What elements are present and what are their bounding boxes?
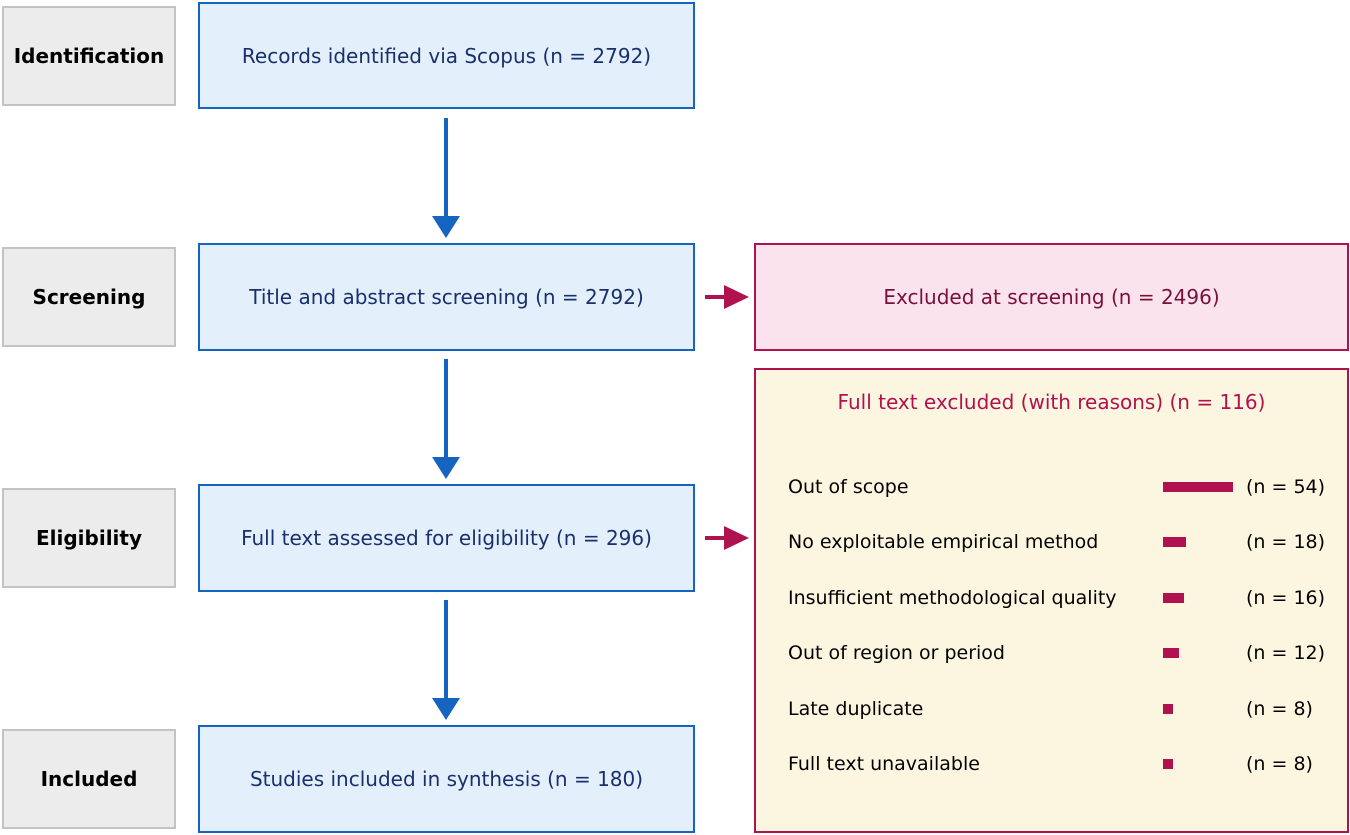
reason-row: Out of scope (n = 54) [756, 472, 1347, 502]
stage-included: Included [2, 729, 176, 829]
reason-label: Full text unavailable [788, 753, 980, 775]
reason-count: (n = 18) [1246, 531, 1326, 553]
reason-row: Insufficient methodological quality (n =… [756, 583, 1347, 613]
reason-label: Late duplicate [788, 698, 924, 720]
full-text-excluded-box: Full text excluded (with reasons) (n = 1… [754, 368, 1349, 833]
reason-label: No exploitable empirical method [788, 531, 1099, 553]
arrow-to-full-text-excluded [705, 526, 749, 550]
reason-label: Insufficient methodological quality [788, 587, 1117, 609]
reason-bar [1163, 537, 1186, 547]
reason-count: (n = 8) [1246, 753, 1313, 775]
reason-bar [1163, 648, 1179, 658]
arrow-to-excluded-screening [705, 285, 749, 309]
reason-bar [1163, 482, 1233, 492]
studies-included-box: Studies included in synthesis (n = 180) [198, 725, 695, 833]
arrow-identification-to-screening [432, 118, 460, 238]
reason-bar [1163, 593, 1184, 603]
reason-row: Late duplicate (n = 8) [756, 694, 1347, 724]
reason-label: Out of region or period [788, 642, 1005, 664]
reason-bar [1163, 704, 1173, 714]
title-abstract-screening-box: Title and abstract screening (n = 2792) [198, 243, 695, 351]
reason-label: Out of scope [788, 476, 909, 498]
reason-count: (n = 16) [1246, 587, 1326, 609]
reason-row: Out of region or period (n = 12) [756, 638, 1347, 668]
stage-eligibility: Eligibility [2, 488, 176, 588]
arrow-eligibility-to-included [432, 600, 460, 720]
stage-screening: Screening [2, 247, 176, 347]
full-text-assessed-box: Full text assessed for eligibility (n = … [198, 484, 695, 592]
reason-row: Full text unavailable (n = 8) [756, 749, 1347, 779]
stage-identification: Identification [2, 6, 176, 106]
reason-count: (n = 12) [1246, 642, 1326, 664]
reason-count: (n = 54) [1246, 476, 1326, 498]
full-text-excluded-title: Full text excluded (with reasons) (n = 1… [837, 390, 1266, 414]
reason-bar [1163, 759, 1173, 769]
arrow-screening-to-eligibility [432, 359, 460, 479]
excluded-at-screening-box: Excluded at screening (n = 2496) [754, 243, 1349, 351]
records-identified-box: Records identified via Scopus (n = 2792) [198, 2, 695, 109]
reason-row: No exploitable empirical method (n = 18) [756, 527, 1347, 557]
reason-count: (n = 8) [1246, 698, 1313, 720]
